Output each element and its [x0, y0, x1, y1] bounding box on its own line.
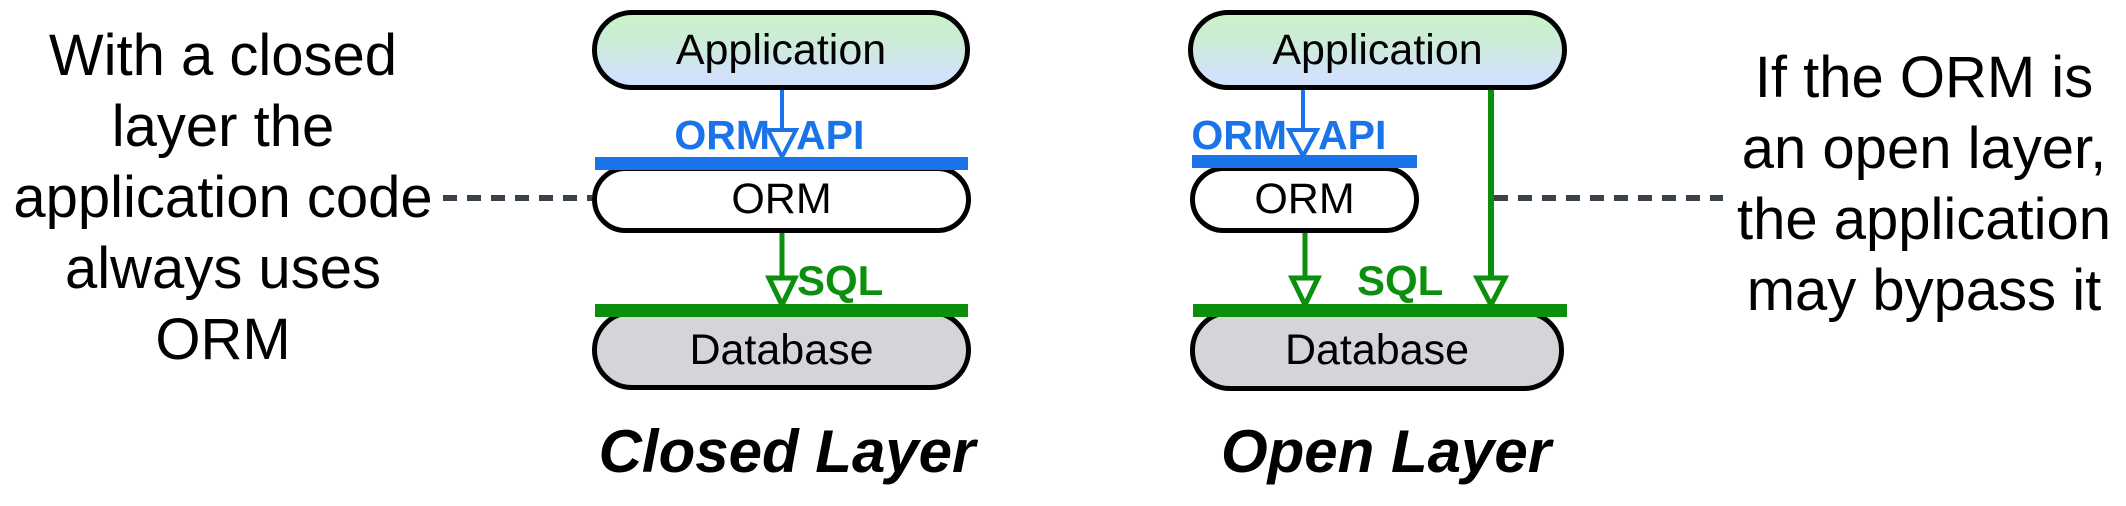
note-line: ORM: [155, 307, 291, 372]
open-orm-box: ORM: [1190, 166, 1419, 233]
closed-app-to-orm-arrowhead: [764, 128, 800, 162]
closed-application-label: Application: [675, 25, 887, 74]
closed-orm-api-bar: [595, 157, 968, 170]
open-database-box: Database: [1190, 310, 1564, 391]
closed-sql-label: SQL: [797, 257, 884, 304]
note-line: may bypass it: [1746, 258, 2102, 323]
open-orm-api-label-right: API: [1318, 112, 1387, 158]
closed-layer-title: Closed Layer: [598, 418, 976, 485]
note-line: always uses: [65, 236, 381, 301]
closed-layer-note: With a closed layer the application code…: [2, 20, 444, 375]
closed-orm-to-db-arrowhead: [765, 275, 799, 311]
note-line: application code: [13, 165, 433, 230]
closed-database-box: Database: [592, 310, 971, 390]
open-application-box: Application: [1188, 10, 1567, 90]
closed-orm-api-label-right: API: [796, 112, 865, 158]
closed-database-label: Database: [689, 325, 874, 374]
note-line: With a closed: [48, 23, 398, 88]
open-sql-label: SQL: [1357, 257, 1444, 304]
note-line: the application: [1736, 187, 2112, 252]
closed-orm-label: ORM: [731, 175, 832, 223]
open-orm-label: ORM: [1254, 175, 1355, 223]
note-line: layer the: [111, 94, 335, 159]
open-application-label: Application: [1272, 25, 1483, 74]
closed-application-box: Application: [592, 10, 970, 90]
note-line: If the ORM is: [1754, 45, 2094, 110]
open-app-to-orm-arrowhead: [1285, 128, 1321, 161]
open-database-label: Database: [1284, 326, 1470, 374]
open-orm-to-db-arrowhead: [1288, 275, 1322, 311]
open-sql-bar: [1193, 304, 1567, 317]
open-layer-title: Open Layer: [1220, 418, 1552, 485]
open-orm-api-bar: [1192, 155, 1417, 168]
closed-sql-bar: [595, 304, 968, 317]
closed-orm-api-label-left: ORM: [674, 112, 770, 158]
open-bypass-arrowhead: [1472, 275, 1510, 311]
open-layer-note: If the ORM is an open layer, the applica…: [1722, 42, 2126, 326]
note-line: an open layer,: [1741, 116, 2107, 181]
closed-orm-box: ORM: [592, 166, 971, 233]
open-orm-api-label-left: ORM: [1191, 112, 1287, 158]
